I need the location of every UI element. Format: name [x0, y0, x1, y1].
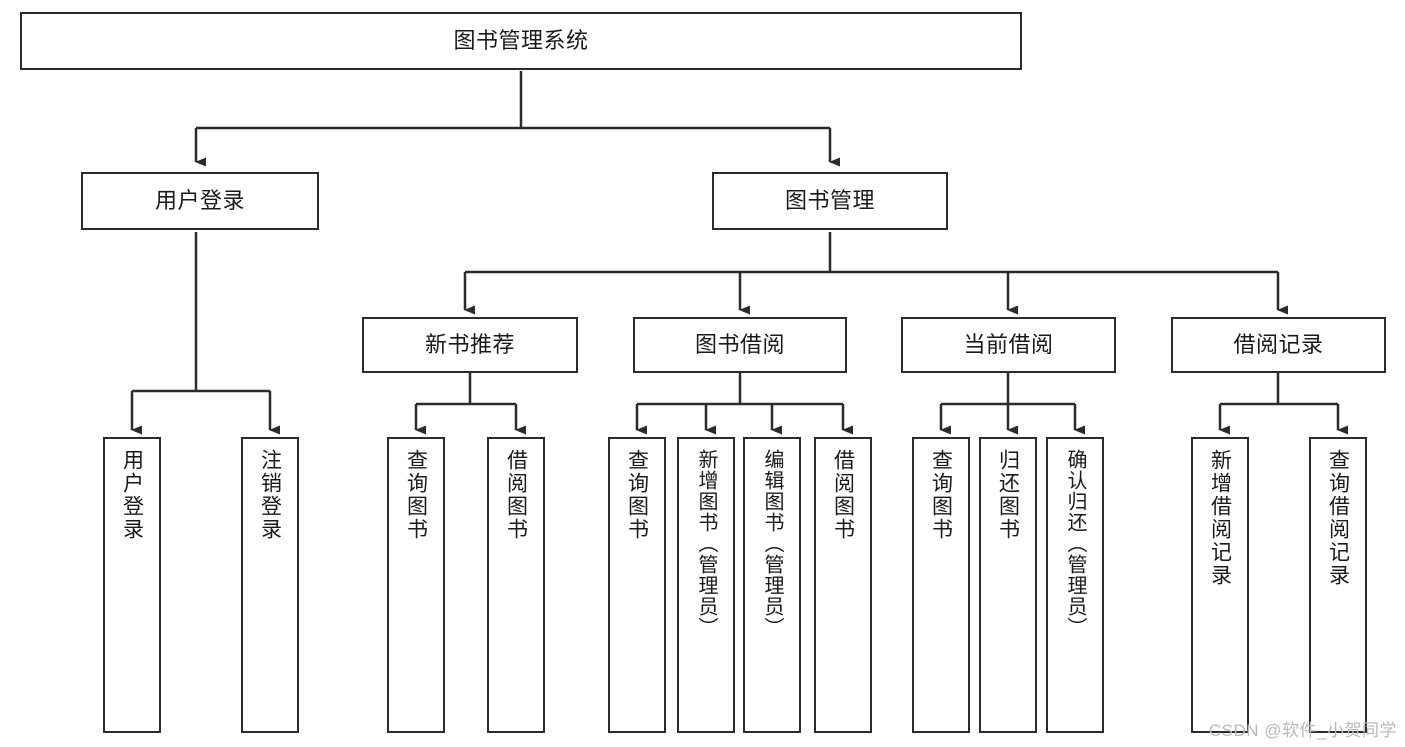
node-label: 查询图书 [929, 449, 953, 541]
leaf-book-borrow-borrow[interactable]: 借阅图书 [814, 437, 872, 733]
node-new-book-recommend[interactable]: 新书推荐 [362, 317, 578, 373]
connector-current-borrow-branch [939, 373, 1085, 435]
leaf-new-book-borrow[interactable]: 借阅图书 [487, 437, 545, 733]
node-label: 查询借阅记录 [1326, 449, 1350, 587]
leaf-current-borrow-return[interactable]: 归还图书 [979, 437, 1037, 733]
node-label: 借阅图书 [504, 449, 528, 541]
node-label: 用户登录 [120, 449, 144, 541]
node-label: 查询图书 [404, 449, 428, 541]
node-label: 图书管理系统 [453, 27, 589, 53]
node-label: 确认归还（管理员） [1064, 449, 1086, 638]
node-label: 查询图书 [625, 449, 649, 541]
leaf-new-book-query[interactable]: 查询图书 [387, 437, 445, 733]
leaf-borrow-record-query[interactable]: 查询借阅记录 [1309, 437, 1367, 733]
leaf-borrow-record-add[interactable]: 新增借阅记录 [1191, 437, 1249, 733]
connector-root-stem [194, 71, 840, 167]
connector-book-borrow-branch [635, 373, 853, 435]
node-label: 新书推荐 [424, 331, 515, 357]
node-label: 新增借阅记录 [1208, 449, 1232, 587]
connector-book-manage-branch [463, 232, 1288, 315]
node-label: 图书借阅 [694, 331, 785, 357]
leaf-current-borrow-query[interactable]: 查询图书 [912, 437, 970, 733]
node-label: 归还图书 [996, 449, 1020, 541]
node-label: 新增图书（管理员） [695, 449, 717, 638]
node-label: 当前借阅 [963, 331, 1054, 357]
leaf-user-login-signout[interactable]: 注销登录 [241, 437, 299, 733]
node-label: 借阅记录 [1233, 331, 1324, 357]
connector-new-book-branch [414, 373, 526, 435]
node-user-login[interactable]: 用户登录 [81, 172, 319, 230]
node-label: 借阅图书 [831, 449, 855, 541]
leaf-book-borrow-query[interactable]: 查询图书 [608, 437, 666, 733]
watermark-text: CSDN @软件_小贺同学 [1208, 721, 1397, 740]
node-book-manage[interactable]: 图书管理 [712, 172, 948, 230]
node-label: 编辑图书（管理员） [761, 449, 783, 638]
leaf-current-borrow-confirm[interactable]: 确认归还（管理员） [1046, 437, 1104, 733]
node-current-borrow[interactable]: 当前借阅 [901, 317, 1116, 373]
leaf-book-borrow-edit[interactable]: 编辑图书（管理员） [743, 437, 801, 733]
node-label: 注销登录 [258, 449, 282, 541]
node-root-system[interactable]: 图书管理系统 [20, 12, 1022, 70]
node-label: 图书管理 [784, 187, 875, 213]
connector-user-login-branch [130, 232, 280, 435]
node-book-borrow[interactable]: 图书借阅 [633, 317, 847, 373]
node-borrow-record[interactable]: 借阅记录 [1171, 317, 1386, 373]
node-label: 用户登录 [154, 187, 245, 213]
leaf-book-borrow-add[interactable]: 新增图书（管理员） [677, 437, 735, 733]
connector-borrow-record-branch [1218, 373, 1348, 435]
leaf-user-login-signin[interactable]: 用户登录 [103, 437, 161, 733]
